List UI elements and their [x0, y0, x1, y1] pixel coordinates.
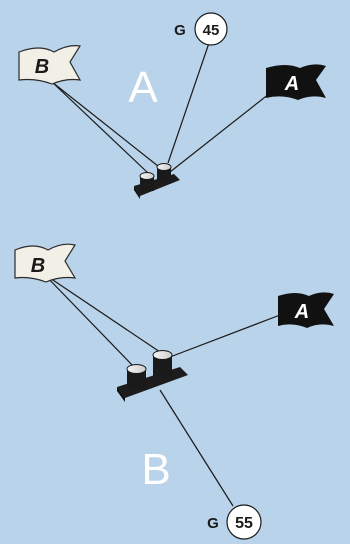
- flag-b-shape: [18, 45, 82, 85]
- panel-a-flag-b: B: [18, 45, 82, 85]
- bollard-cap-right: [156, 163, 172, 171]
- bollard-post-left: [140, 176, 154, 191]
- bollard-base-side: [117, 387, 125, 402]
- panel-a-flag-a-label: A: [284, 73, 299, 95]
- panel-b-lines: [43, 273, 281, 507]
- bollard-base-side: [134, 186, 140, 199]
- panel-b-gauge: G 55: [207, 504, 262, 540]
- flag-b-shape: [14, 243, 77, 283]
- panel-b: B B A G 55: [14, 243, 334, 540]
- panel-a: A B A G 45: [18, 12, 326, 199]
- panel-a-flag-a: A: [266, 64, 326, 100]
- bollard-cap-left: [139, 172, 155, 180]
- panel-a-gauge-prefix: G: [174, 22, 186, 39]
- flag-a-shape: [278, 292, 334, 328]
- panel-a-line-gauge: [167, 42, 210, 164]
- panel-b-gauge-circle: [226, 504, 262, 540]
- panel-a-gauge-value: 45: [203, 22, 220, 39]
- panel-a-gauge: G 45: [174, 12, 228, 46]
- panel-b-flag-b-label: B: [31, 255, 45, 277]
- bollard-post-right: [153, 355, 172, 376]
- panel-a-big-letter: A: [128, 63, 158, 112]
- panel-b-bollard: [117, 350, 188, 402]
- panel-a-bollard: [134, 163, 180, 199]
- panel-a-lines: [51, 42, 275, 174]
- panel-b-line-b-left: [43, 273, 136, 369]
- bollard-post-right: [157, 167, 171, 182]
- panel-a-line-a: [169, 89, 275, 173]
- panel-b-gauge-value: 55: [235, 515, 253, 532]
- bollard-post-left: [127, 369, 146, 389]
- panel-b-big-letter: B: [141, 445, 170, 494]
- panel-b-flag-a-label: A: [294, 301, 309, 323]
- panel-b-flag-b: B: [14, 243, 77, 283]
- panel-a-line-b-left: [51, 81, 149, 174]
- panel-a-flag-b-label: B: [35, 56, 49, 78]
- panel-b-line-gauge: [159, 389, 234, 507]
- panel-a-gauge-circle: [194, 12, 228, 46]
- bollard-cap-left: [126, 364, 147, 374]
- panel-b-gauge-prefix: G: [207, 515, 219, 532]
- panel-b-line-a: [169, 314, 281, 358]
- bollard-cap-right: [152, 350, 173, 360]
- flag-a-shape: [266, 64, 326, 100]
- panel-b-flag-a: A: [278, 292, 334, 328]
- panel-a-line-b-right: [51, 81, 164, 171]
- panel-b-line-b-right: [43, 273, 161, 353]
